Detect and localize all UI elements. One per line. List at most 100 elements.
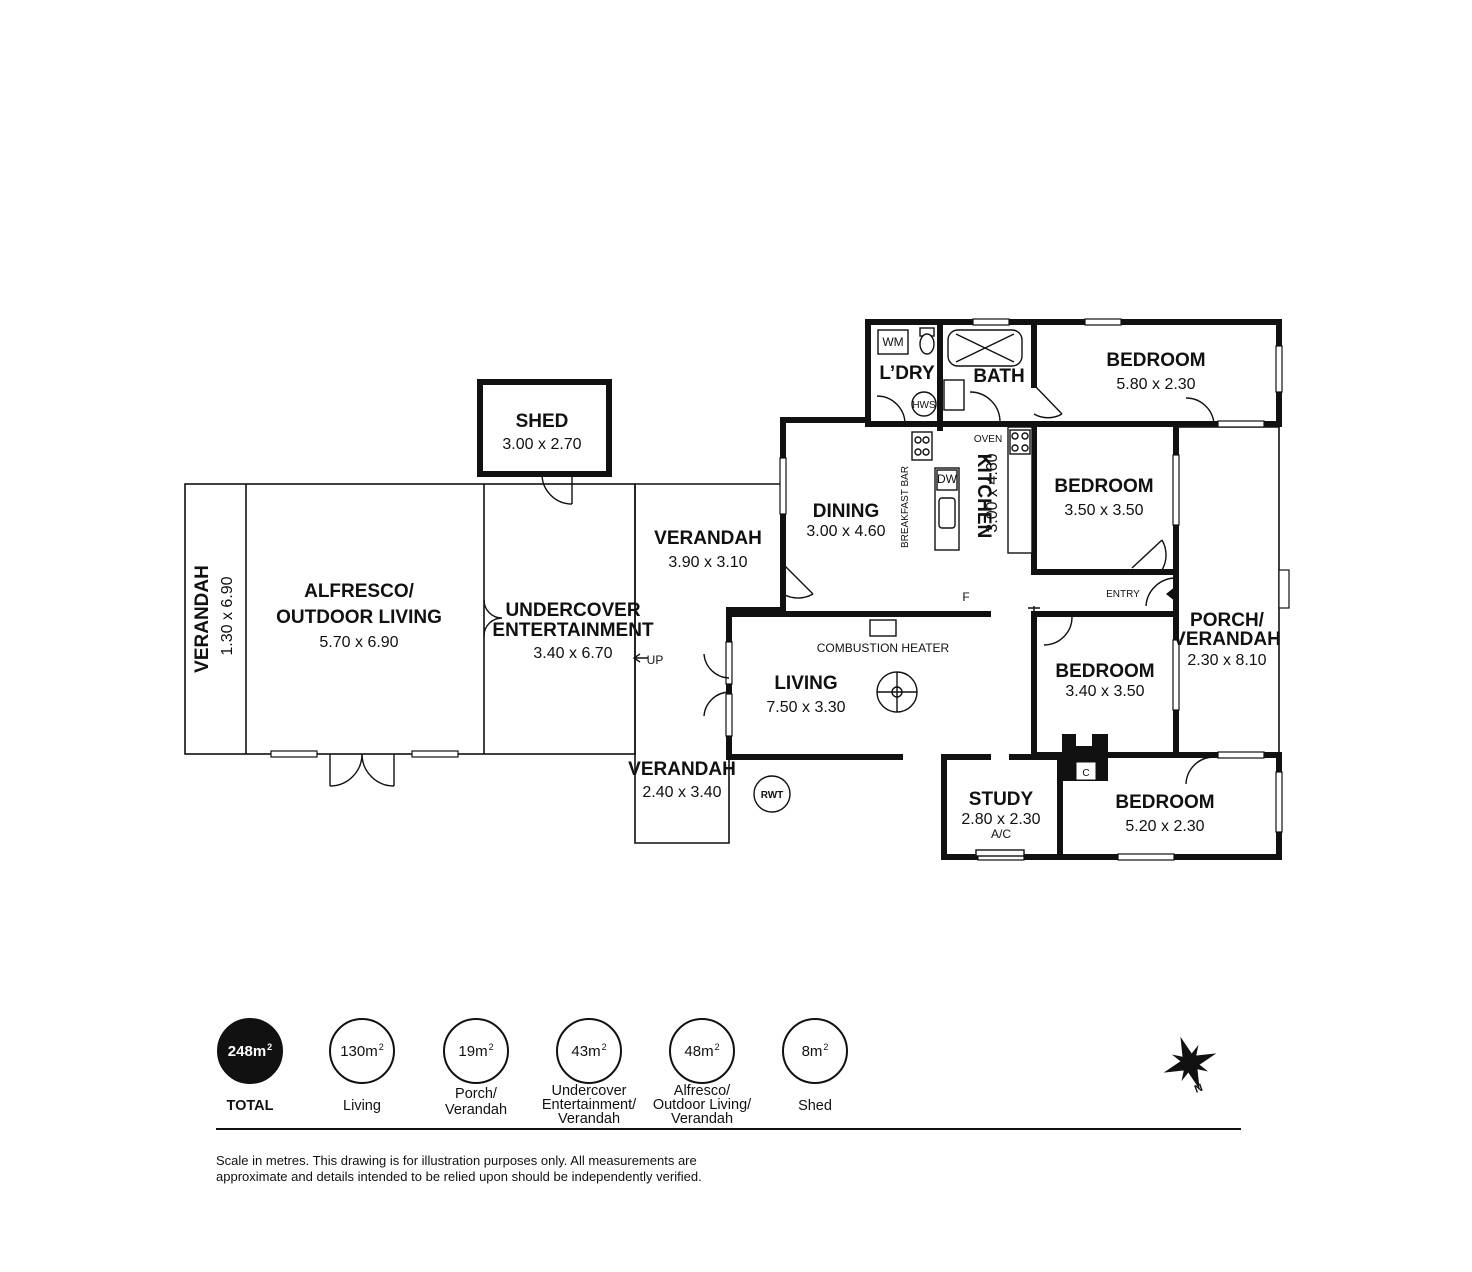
area-unit: 2 (714, 1042, 720, 1052)
dining-name: DINING (813, 501, 880, 522)
doors (329, 384, 1215, 787)
wm-label: WM (882, 335, 903, 349)
washing-machine-icon (877, 329, 909, 355)
hot-water-icon (911, 391, 937, 417)
cooktop-icon (911, 431, 933, 461)
dw-label: DW (937, 472, 958, 486)
area-caption-line: Porch/ (455, 1086, 497, 1102)
bedroom-2-dims: 3.50 x 3.50 (1064, 502, 1143, 519)
chimney-c-label: C (1082, 768, 1089, 779)
low-verandah-dims: 2.40 x 3.40 (642, 784, 721, 801)
kitchen-name: KITCHEN (973, 454, 994, 538)
area-value: 19m (458, 1042, 488, 1060)
disclaimer: Scale in metres. This drawing is for ill… (216, 1153, 816, 1185)
alfresco-name-line2: OUTDOOR LIVING (276, 607, 442, 628)
porch-name-line2: VERANDAH (1173, 629, 1281, 650)
area-caption-line: Outdoor Living/ (652, 1097, 752, 1113)
fixtures (753, 327, 1108, 857)
area-unit: 2 (267, 1042, 273, 1052)
rwt-label: RWT (761, 790, 784, 801)
area-value: 248m (227, 1042, 267, 1060)
hws-label: HWS (912, 400, 936, 411)
area-caption-line: Entertainment/ (541, 1097, 637, 1113)
alfresco-name-line1: ALFRESCO/ (304, 581, 415, 602)
area-caption-shed: Shed (750, 1098, 880, 1114)
low-verandah-name: VERANDAH (628, 759, 736, 780)
area-caption-line: Verandah (557, 1111, 621, 1127)
ac-label: A/C (991, 827, 1011, 841)
side-verandah-dims: 1.30 x 6.90 (219, 576, 236, 655)
combustion-heater-label: COMBUSTION HEATER (817, 641, 950, 655)
area-unit: 2 (601, 1042, 607, 1052)
sink-icon (938, 497, 956, 529)
shed-walls (477, 379, 612, 477)
dining-dims: 3.00 x 4.60 (806, 523, 885, 540)
kitchen-dims: 3.00 x 4.60 (984, 453, 1001, 532)
living-name: LIVING (774, 673, 837, 694)
combustion-heater-icon (869, 619, 897, 637)
area-unit: 2 (488, 1042, 494, 1052)
area-caption-line: Alfresco/ (673, 1083, 731, 1099)
undercover-dims: 3.40 x 6.70 (533, 645, 612, 662)
area-unit: 2 (823, 1042, 829, 1052)
mid-verandah-dims: 3.90 x 3.10 (668, 554, 747, 571)
bath-name: BATH (973, 366, 1024, 387)
area-caption-line: Verandah (444, 1102, 508, 1118)
oven-label: OVEN (974, 434, 1002, 445)
fridge-label: F (962, 590, 969, 604)
disclaimer-line-2: approximate and details intended to be r… (216, 1169, 702, 1184)
area-caption-porch: Porch/ Verandah (411, 1086, 541, 1118)
toilet-icon (919, 333, 935, 355)
shed-name: SHED (516, 411, 569, 432)
house-walls (726, 319, 1282, 860)
area-caption-line: Living (343, 1098, 381, 1114)
area-caption-line: Verandah (670, 1111, 734, 1127)
breakfast-bar-label: BREAKFAST BAR (900, 466, 911, 548)
bedroom-1-dims: 5.80 x 2.30 (1116, 376, 1195, 393)
entry-label: ENTRY (1106, 589, 1140, 600)
up-label: UP (647, 653, 664, 667)
bedroom-4-name: BEDROOM (1115, 792, 1214, 813)
living-dims: 7.50 x 3.30 (766, 699, 845, 716)
area-value: 130m (340, 1042, 378, 1060)
fixture-labels: WM HWS DW OVEN BREAKFAST BAR COMBUSTION … (647, 335, 1141, 841)
area-value: 48m (684, 1042, 714, 1060)
area-unit: 2 (378, 1042, 384, 1052)
mid-verandah-name: VERANDAH (654, 528, 762, 549)
rainwater-tank-icon (753, 775, 791, 813)
divider-rule (216, 1128, 1241, 1130)
area-caption-living: Living (297, 1098, 427, 1114)
entry-arrow-icon (1166, 586, 1176, 602)
study-dims: 2.80 x 2.30 (961, 811, 1040, 828)
area-value: 8m (801, 1042, 823, 1060)
area-caption-total: TOTAL (185, 1098, 315, 1114)
shed-dims: 3.00 x 2.70 (502, 436, 581, 453)
bedroom-3-dims: 3.40 x 3.50 (1065, 683, 1144, 700)
porch-name-line1: PORCH/ (1190, 610, 1265, 631)
bedroom-2-name: BEDROOM (1054, 476, 1153, 497)
area-caption-line: Shed (798, 1098, 832, 1114)
north-compass-icon: N (1163, 1036, 1217, 1096)
study-name: STUDY (969, 789, 1034, 810)
bedroom-1-name: BEDROOM (1106, 350, 1205, 371)
alfresco-dims: 5.70 x 6.90 (319, 634, 398, 651)
porch-dims: 2.30 x 8.10 (1187, 652, 1266, 669)
disclaimer-line-1: Scale in metres. This drawing is for ill… (216, 1153, 697, 1168)
area-caption-line: Undercover (551, 1083, 627, 1099)
area-caption-line: TOTAL (226, 1098, 274, 1114)
undercover-name-line1: UNDERCOVER (505, 600, 640, 621)
compass-n-label: N (1193, 1082, 1205, 1096)
bedroom-4-dims: 5.20 x 2.30 (1125, 818, 1204, 835)
area-caption-undercover: Undercover Entertainment/ Verandah (524, 1083, 654, 1127)
side-verandah-name: VERANDAH (192, 565, 213, 673)
area-caption-alfresco: Alfresco/ Outdoor Living/ Verandah (637, 1083, 767, 1127)
undercover-name-line2: ENTERTAINMENT (492, 620, 654, 641)
area-value: 43m (571, 1042, 601, 1060)
